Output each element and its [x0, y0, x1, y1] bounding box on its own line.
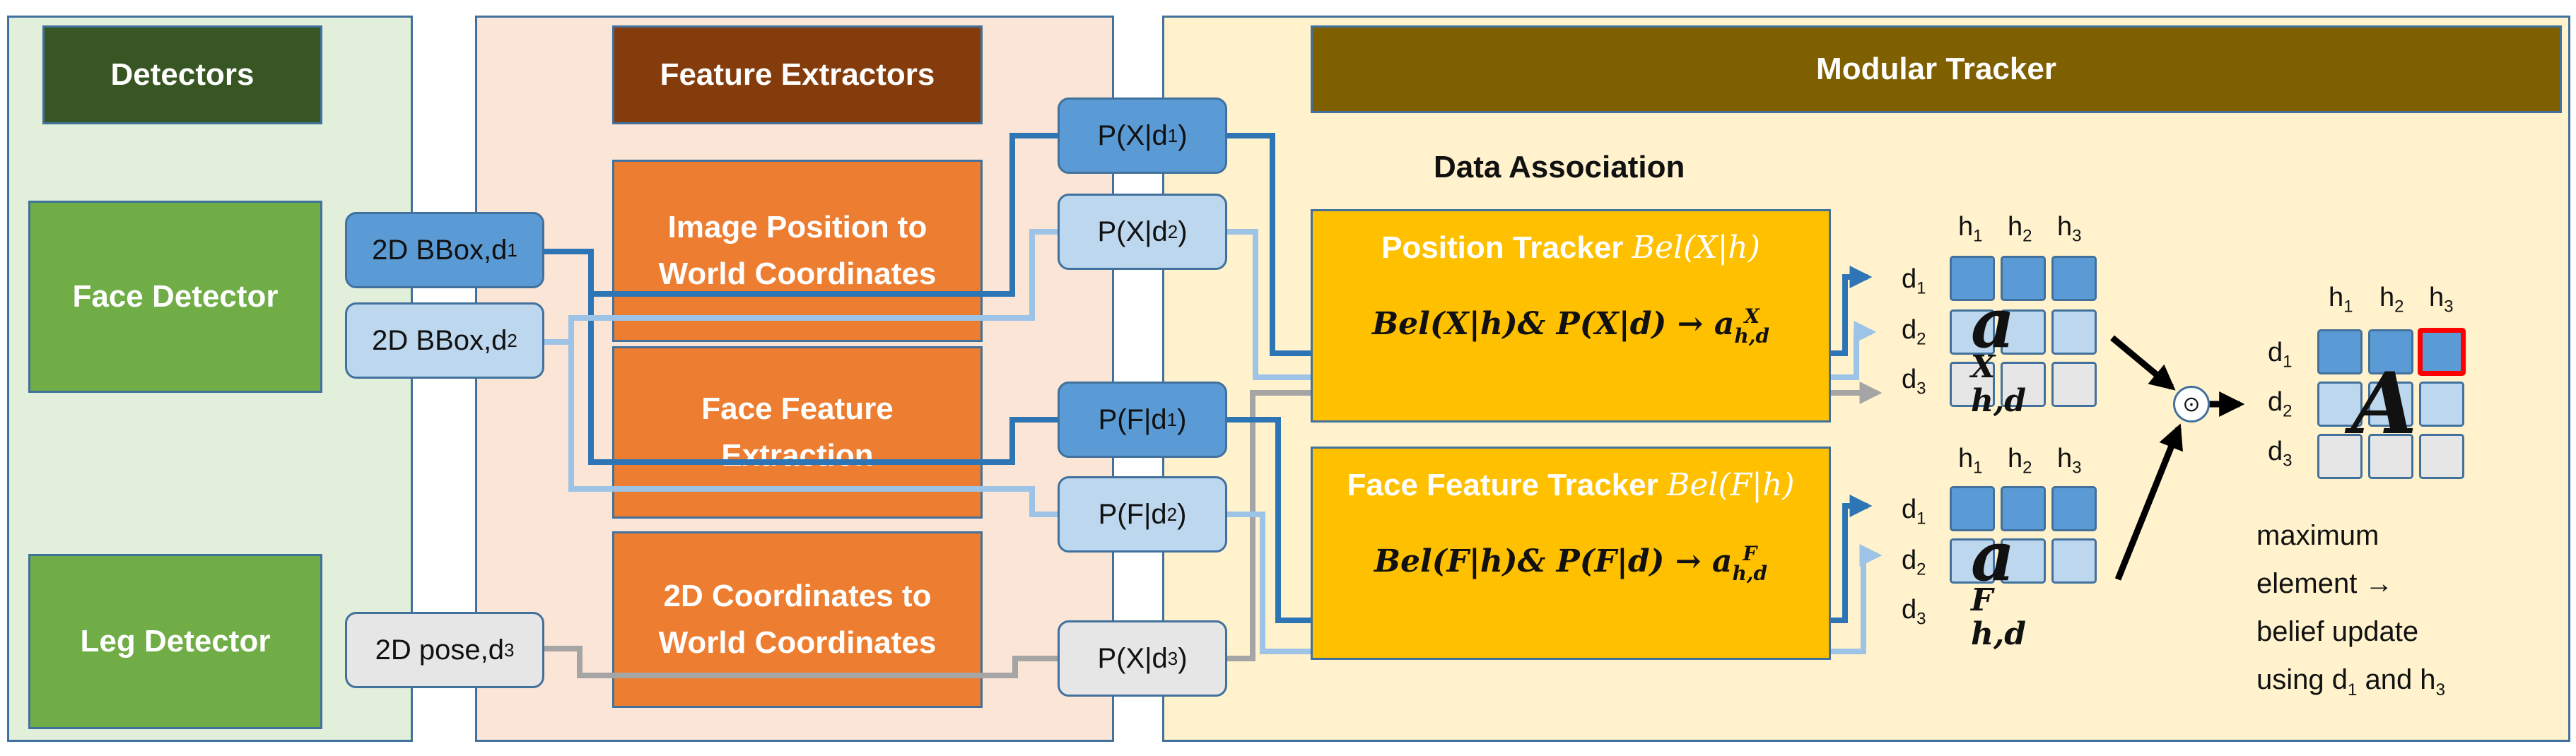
pos-d1-label: d1: [1902, 264, 1926, 298]
face-h2-label: h2: [2008, 444, 2032, 478]
pos-cell-d2-h2: [2001, 309, 2046, 355]
line-pose3-px3: [544, 646, 1058, 678]
pos-cell-d3-h3: [2051, 362, 2097, 407]
data-association-label: Data Association: [1434, 150, 1685, 184]
position-tracker-title: Position Tracker: [1381, 230, 1624, 265]
pos-h3-label: h3: [2057, 212, 2082, 246]
position-tracker-a: a: [1714, 306, 1735, 342]
face-d3-label: d3: [1902, 595, 1926, 629]
a-h1-label: h1: [2329, 283, 2353, 317]
face-tracker-a: a: [1711, 543, 1733, 579]
pos-cell-d2-h3: [2051, 309, 2097, 355]
a-cell-d2-h1: [2317, 382, 2363, 427]
position-tracker-a-sup: X: [1744, 304, 1760, 328]
a-cell-d1-h2: [2368, 329, 2413, 374]
a-d3-label: d3: [2268, 437, 2293, 471]
tracker-header: Modular Tracker: [1311, 25, 2562, 113]
detectors-header: Detectors: [42, 25, 322, 124]
face-tracker-bel: Bel(F|h): [1667, 467, 1795, 503]
face-cell-d1-h2: [2001, 486, 2046, 531]
face-h1-label: h1: [1958, 444, 1983, 478]
face-tracker-title: Face Feature Tracker: [1347, 468, 1658, 502]
line-bbox1-pf1: [588, 294, 1058, 465]
a-cell-d3-h2: [2368, 434, 2413, 479]
position-tracker-equation: Bel(X|h)& P(X|d) →: [1371, 306, 1704, 342]
line-bbox2-pf2: [568, 342, 1058, 517]
arrow-f-to-op: [2114, 423, 2183, 581]
a-cell-d3-h1: [2317, 434, 2363, 479]
a-h2-label: h2: [2379, 283, 2404, 317]
pos-cell-d1-h1: [1950, 256, 1995, 301]
face-detector-box: Face Detector: [28, 201, 322, 393]
pos-cell-d1-h3: [2051, 256, 2097, 301]
pos-cell-d3-h2: [2001, 362, 2046, 407]
pos-d3-label: d3: [1902, 365, 1926, 398]
pos-d2-label: d2: [1902, 315, 1926, 349]
face-tracker-box: Face Feature Tracker Bel(F|h) Bel(F|h)& …: [1311, 447, 1831, 660]
face-cell-d1-h1: [1950, 486, 1995, 531]
face-d2-label: d2: [1902, 545, 1926, 579]
a-cell-d2-h2: [2368, 382, 2413, 427]
pos-cell-d3-h1: [1950, 362, 1995, 407]
pos-h2-label: h2: [2008, 212, 2032, 246]
combined-matrix-symbol: A: [2351, 354, 2418, 454]
face-cell-d2-h1: [1950, 538, 1995, 584]
face-tracker-a-sub: h,d: [1732, 561, 1768, 585]
pos-cell-d2-h1: [1950, 309, 1995, 355]
face-tracker-equation: Bel(F|h)& P(F|d) →: [1374, 543, 1702, 579]
line-bbox2-px2: [544, 229, 1058, 345]
face-tracker-a-sup: F: [1743, 541, 1757, 565]
face-d1-label: d1: [1902, 495, 1926, 528]
position-tracker-bel: Bel(X|h): [1632, 230, 1760, 266]
a-d2-label: d2: [2268, 387, 2293, 421]
leg-detector-box: Leg Detector: [28, 554, 322, 729]
line-bbox1-px1: [544, 133, 1058, 297]
face-cell-d2-h3: [2051, 538, 2097, 584]
a-cell-d3-h3: [2419, 434, 2464, 479]
coordinates-2d-box: 2D Coordinates to World Coordinates: [612, 531, 983, 708]
pos-cell-d1-h2: [2001, 256, 2046, 301]
extractors-header: Feature Extractors: [612, 25, 983, 124]
hadamard-operator: ⊙: [2173, 386, 2210, 423]
position-tracker-a-sub: h,d: [1734, 324, 1770, 348]
face-cell-d2-h2: [2001, 538, 2046, 584]
face-cell-d1-h3: [2051, 486, 2097, 531]
image-position-box: Image Position to World Coordinates: [612, 160, 983, 342]
face-h3-label: h3: [2057, 444, 2082, 478]
pos-h1-label: h1: [1958, 212, 1983, 246]
arrow-x-to-op: [2110, 335, 2176, 391]
position-tracker-box: Position Tracker Bel(X|h) Bel(X|h)& P(X|…: [1311, 209, 1831, 423]
a-cell-d1-h1: [2317, 329, 2363, 374]
a-cell-d1-h3-max: [2418, 328, 2466, 376]
a-h3-label: h3: [2429, 283, 2454, 317]
a-cell-d2-h3: [2419, 382, 2464, 427]
caption: maximum element → belief update using d1…: [2256, 520, 2445, 699]
a-d1-label: d1: [2268, 338, 2293, 372]
